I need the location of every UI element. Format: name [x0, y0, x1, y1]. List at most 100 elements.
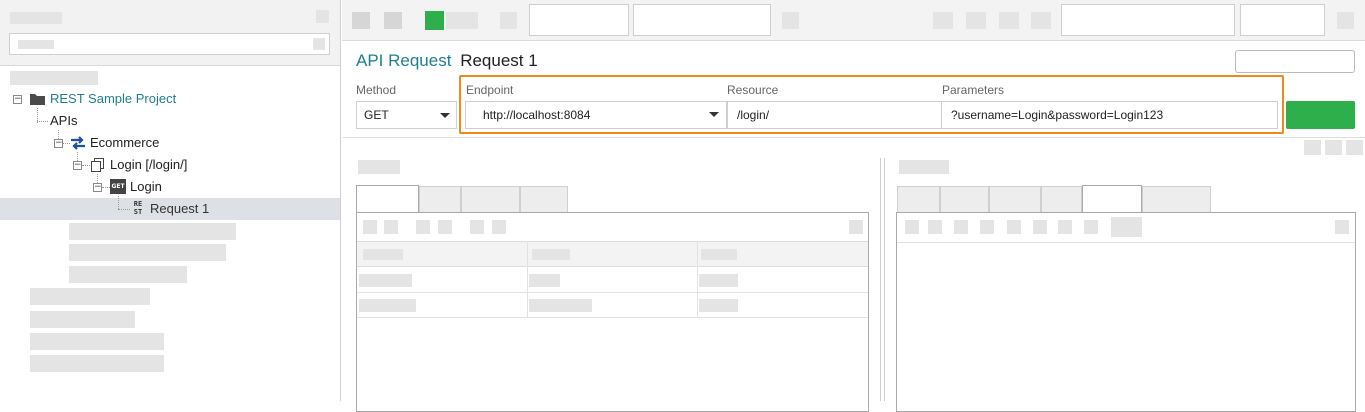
navigator-panel: − REST Sample Project APIs − Ecommerce −…	[0, 0, 341, 401]
request-tab[interactable]	[419, 186, 461, 214]
table-header	[357, 241, 868, 267]
toolbar-button[interactable]	[1337, 12, 1354, 29]
method-select[interactable]: GET	[356, 101, 457, 129]
tree-item-placeholder[interactable]	[30, 288, 150, 305]
response-panel-title-placeholder	[899, 160, 949, 174]
navigator-search-input[interactable]	[9, 33, 330, 55]
tree-item-placeholder[interactable]	[30, 333, 164, 350]
request-name-input[interactable]	[1235, 50, 1355, 73]
panel-tool-button[interactable]	[928, 220, 942, 234]
toolbar-button[interactable]	[1031, 12, 1051, 29]
collapse-toggle-icon[interactable]: −	[54, 138, 63, 148]
toolbar-button[interactable]	[500, 12, 517, 29]
toolbar-input[interactable]	[1240, 4, 1325, 36]
tree-connector	[37, 122, 38, 123]
method-label: Method	[356, 83, 397, 97]
toolbar-dropdown[interactable]	[529, 4, 629, 36]
panel-tool-button[interactable]	[980, 220, 994, 234]
panel-splitter[interactable]	[884, 158, 885, 401]
tree-item-placeholder[interactable]	[69, 266, 187, 283]
tree-item-method[interactable]: Login	[130, 179, 162, 194]
table-cell[interactable]	[699, 274, 738, 287]
parameters-input[interactable]: ?username=Login&password=Login123	[941, 101, 1278, 129]
panel-layout-button[interactable]	[1325, 140, 1342, 155]
tree-selected-row[interactable]	[0, 198, 340, 220]
panel-splitter[interactable]	[880, 158, 881, 401]
toolbar-button[interactable]	[933, 12, 953, 29]
toolbar-dropdown[interactable]	[633, 4, 771, 36]
table-cell[interactable]	[529, 274, 560, 287]
request-name: Request 1	[460, 51, 538, 70]
panel-tool-button[interactable]	[384, 220, 398, 234]
request-kind-label: API Request	[356, 51, 452, 70]
endpoint-highlight-box	[459, 75, 1284, 134]
panel-tool-button[interactable]	[438, 220, 452, 234]
request-tab[interactable]	[520, 186, 568, 214]
search-icon[interactable]	[313, 38, 325, 50]
tree-item-placeholder[interactable]	[69, 244, 226, 261]
panel-tool-button[interactable]	[1033, 220, 1047, 234]
toolbar-input[interactable]	[1061, 4, 1235, 36]
collapse-toggle-icon[interactable]: −	[73, 160, 82, 170]
panel-tool-button[interactable]	[905, 220, 919, 234]
toolbar-button[interactable]	[999, 12, 1019, 29]
column-header[interactable]	[363, 249, 403, 260]
tree-item-project[interactable]: REST Sample Project	[50, 91, 177, 106]
panel-tool-button[interactable]	[470, 220, 484, 234]
panel-tool-button[interactable]	[1084, 220, 1098, 234]
panel-tool-button[interactable]	[849, 220, 863, 234]
column-header[interactable]	[701, 249, 737, 260]
toolbar-divider	[897, 242, 1355, 243]
panel-layout-button[interactable]	[1304, 140, 1321, 155]
tree-item-request[interactable]: Request 1	[150, 201, 210, 216]
tree-connector	[97, 174, 98, 183]
resource-input[interactable]: /login/	[727, 101, 942, 129]
tree-item-apis[interactable]: APIs	[50, 113, 78, 128]
panel-tool-button[interactable]	[363, 220, 377, 234]
response-tab[interactable]	[940, 186, 989, 214]
tree-item-placeholder[interactable]	[69, 223, 236, 240]
tree-item-service[interactable]: Ecommerce	[90, 135, 160, 150]
panel-tool-button[interactable]	[492, 220, 506, 234]
parameters-label: Parameters	[942, 83, 1005, 97]
panel-tool-button[interactable]	[1335, 220, 1349, 234]
tree-item-placeholder[interactable]	[30, 311, 135, 328]
table-cell[interactable]	[359, 299, 416, 312]
panel-tool-button[interactable]	[1007, 220, 1021, 234]
toolbar-button[interactable]	[352, 12, 370, 29]
request-tab[interactable]	[461, 186, 520, 214]
table-cell[interactable]	[699, 299, 738, 312]
collapse-toggle-icon[interactable]: −	[13, 94, 22, 104]
tree-item-resource[interactable]: Login [/login/]	[110, 157, 188, 172]
column-divider	[697, 241, 698, 317]
send-button[interactable]	[1286, 101, 1355, 129]
panel-tool-button[interactable]	[1111, 217, 1142, 237]
endpoint-select[interactable]: http://localhost:8084	[465, 101, 727, 129]
panel-tool-button[interactable]	[954, 220, 968, 234]
main-toolbar	[342, 0, 1365, 41]
response-panel	[896, 212, 1356, 412]
toolbar-button[interactable]	[384, 12, 402, 29]
response-tab[interactable]	[989, 186, 1041, 214]
rest-request-icon: RE ST	[133, 200, 143, 216]
navigator-title-placeholder	[10, 12, 62, 24]
row-divider	[357, 317, 868, 318]
response-tab[interactable]	[1142, 186, 1211, 214]
method-value: GET	[364, 108, 389, 122]
response-tab[interactable]	[897, 186, 940, 214]
request-tab-active[interactable]	[356, 185, 419, 213]
navigator-menu-button[interactable]	[316, 10, 329, 23]
column-header[interactable]	[532, 249, 570, 260]
collapse-toggle-icon[interactable]: −	[93, 182, 102, 192]
panel-tool-button[interactable]	[1058, 220, 1072, 234]
toolbar-button[interactable]	[966, 12, 986, 29]
toolbar-button[interactable]	[782, 12, 799, 29]
run-icon[interactable]	[425, 11, 444, 30]
response-tab[interactable]	[1041, 186, 1082, 214]
panel-layout-button[interactable]	[1346, 140, 1363, 155]
panel-tool-button[interactable]	[416, 220, 430, 234]
response-tab-active[interactable]	[1082, 185, 1142, 213]
tree-item-placeholder[interactable]	[30, 355, 164, 372]
table-cell[interactable]	[359, 274, 412, 287]
table-cell[interactable]	[529, 299, 592, 312]
